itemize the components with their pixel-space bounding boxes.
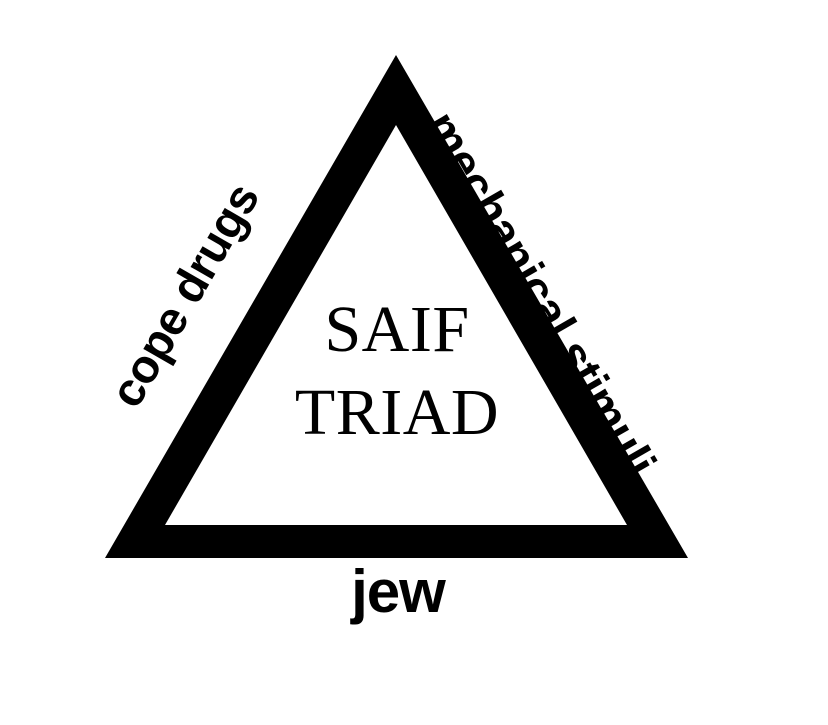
triangle-inner-polygon — [165, 125, 627, 525]
center-label-line-1: SAIF — [324, 293, 470, 366]
edge-label-bottom: jew — [351, 558, 446, 625]
center-label-line-2: TRIAD — [294, 376, 500, 450]
center-label: SAIF TRIAD — [232, 288, 562, 454]
